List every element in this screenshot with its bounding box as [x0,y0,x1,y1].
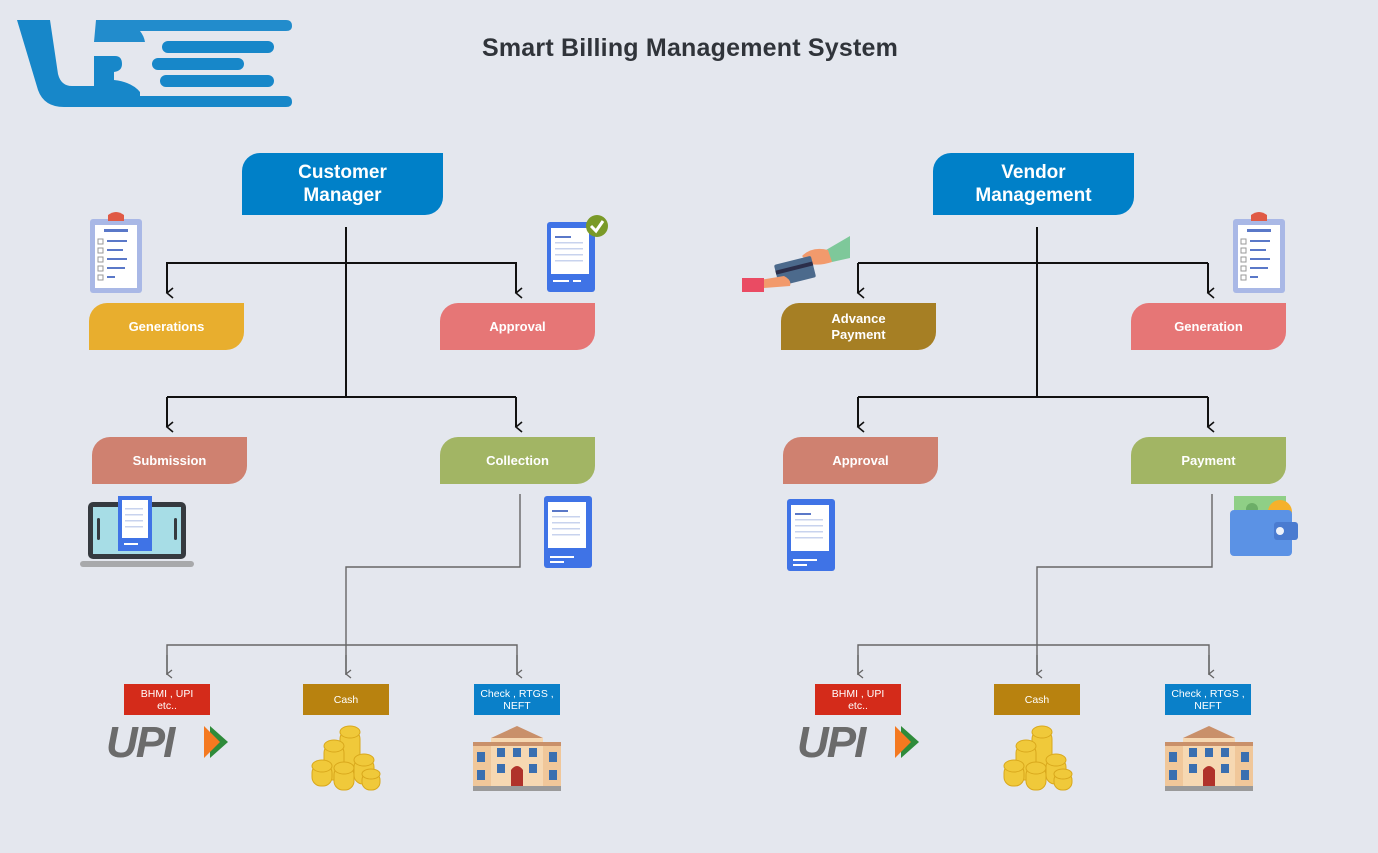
customer-method-connectors [165,494,523,679]
page-title: Smart Billing Management System [481,34,899,62]
invoice-approved-icon [547,215,608,292]
customer-approval-node[interactable]: Approval [440,303,595,350]
customer-connectors [165,227,523,433]
vendor-cash-label: Cash [1024,693,1050,706]
payment-label: Payment [1181,452,1236,468]
upi-logo-icon: UPI [106,718,230,767]
generations-label: Generations [128,318,205,334]
vendor-approval-node[interactable]: Approval [783,437,938,484]
vendor-bank-line1: Check , RTGS , [1171,687,1245,700]
customer-title-line2: Manager [303,185,382,206]
submission-node[interactable]: Submission [92,437,247,484]
gold-coins-icon [311,725,381,791]
vendor-title-line2: Management [975,185,1092,206]
vendor-upi-line2: etc.. [848,699,868,712]
vendor-bank-line2: NEFT [1194,699,1222,712]
upi-logo-text: UPI [106,722,176,762]
upi-logo-text: UPI [797,722,867,762]
vendor-connectors [856,227,1215,433]
customer-upi-line2: etc.. [157,699,177,712]
clipboard-checklist-icon [90,212,142,293]
vendor-approval-label: Approval [832,452,889,468]
upi-logo-icon: UPI [797,718,921,767]
customer-title-line1: Customer [298,162,387,183]
vendor-upi-line1: BHMI , UPI [831,687,885,700]
advance-line2: Payment [831,326,886,342]
laptop-invoice-icon [80,496,194,567]
vendor-generation-label: Generation [1174,318,1243,334]
gold-coins-icon [1003,725,1073,791]
generations-node[interactable]: Generations [89,303,244,350]
submission-label: Submission [132,452,207,468]
vendor-bank-method[interactable]: Check , RTGS ,NEFT [1165,684,1251,715]
vendor-method-connectors [856,494,1215,679]
advance-line1: Advance [831,310,886,326]
vendor-title-line1: Vendor [1001,162,1066,183]
card-handover-icon [742,236,850,292]
vendor-generation-node[interactable]: Generation [1131,303,1286,350]
customer-cash-method[interactable]: Cash [303,684,389,715]
customer-bank-method[interactable]: Check , RTGS ,NEFT [474,684,560,715]
payment-node[interactable]: Payment [1131,437,1286,484]
invoice-icon [544,496,592,568]
bank-building-icon [1165,726,1253,791]
invoice-icon [787,499,835,571]
customer-upi-line1: BHMI , UPI [140,687,194,700]
collection-node[interactable]: Collection [440,437,595,484]
collection-label: Collection [486,452,549,468]
ub-logo-icon [17,20,292,107]
customer-approval-label: Approval [489,318,546,334]
wallet-icon [1230,496,1298,556]
vendor-cash-method[interactable]: Cash [994,684,1080,715]
customer-cash-label: Cash [333,693,359,706]
customer-bank-line1: Check , RTGS , [480,687,554,700]
bank-building-icon [473,726,561,791]
customer-bank-line2: NEFT [503,699,531,712]
clipboard-checklist-icon [1233,212,1285,293]
